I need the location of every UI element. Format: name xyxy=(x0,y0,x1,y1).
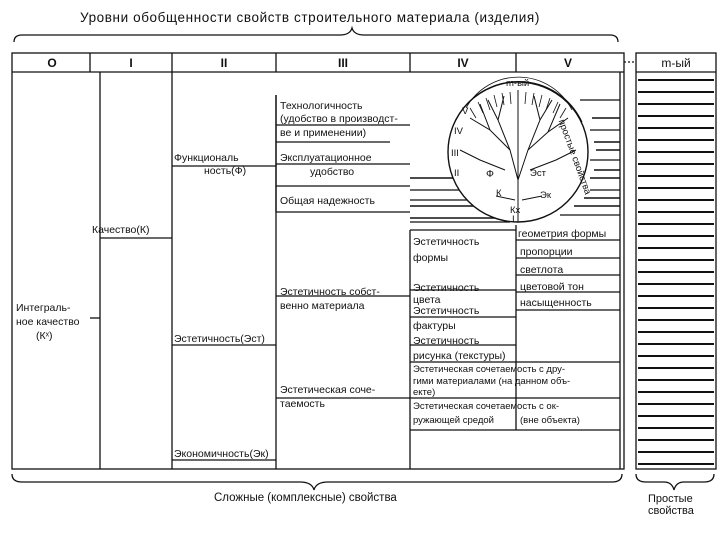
top-brace xyxy=(14,28,618,42)
aesthetic-compatibility-line2: таемость xyxy=(280,398,325,410)
tree-roman-3: III xyxy=(451,148,459,160)
simple-property-rows xyxy=(638,80,714,464)
tree-est-label: Эст xyxy=(530,168,546,180)
integral-quality-line1: Интеграль- xyxy=(16,302,70,314)
functionality-line1: Функциональ xyxy=(174,152,239,164)
simple-properties-line2: свойства xyxy=(648,505,694,517)
tree-roman-2: II xyxy=(454,168,459,180)
facture-aesthetics-line1: Эстетичность xyxy=(413,305,479,317)
level-header-1: I xyxy=(90,56,172,70)
tree-roman-1: I xyxy=(512,214,515,226)
technology-line3: ве и применении) xyxy=(280,127,366,139)
facture-aesthetics-line2: фактуры xyxy=(413,320,456,332)
bottom-brace-complex xyxy=(12,474,622,490)
functionality-line2: ность(Ф) xyxy=(204,165,246,177)
level-header-2: II xyxy=(172,56,276,70)
quality-label: Качество(К) xyxy=(92,224,150,236)
aesthetics-label: Эстетичность(Эст) xyxy=(174,333,265,345)
tree-m-label: m-ый xyxy=(506,78,529,90)
compat-other-line3: екте) xyxy=(413,387,435,399)
reliability-label: Общая надежность xyxy=(280,195,375,207)
technology-line2: (удобство в производст- xyxy=(280,113,398,125)
technology-line1: Технологичность xyxy=(280,100,363,112)
compat-other-line1: Эстетическая сочетаемость с дру- xyxy=(413,364,565,376)
pattern-aesthetics-line2: рисунка (текстуры) xyxy=(413,350,506,362)
pattern-aesthetics-line1: Эстетичность xyxy=(413,335,479,347)
bottom-brace-simple xyxy=(636,474,714,490)
level-header-5: V xyxy=(516,56,620,70)
tree-f-label: Ф xyxy=(486,168,494,180)
level-header-4: IV xyxy=(410,56,516,70)
color-aesthetics-line1: Эстетичность xyxy=(413,282,479,294)
exploitation-line1: Эксплуатационное xyxy=(280,152,372,164)
tree-roman-4: IV xyxy=(454,126,463,138)
complex-properties-label: Сложные (комплексные) свойства xyxy=(214,492,397,504)
form-aesthetics-line1: Эстетичность xyxy=(413,236,479,248)
compat-other-line2: гими материалами (на данном объ- xyxy=(413,376,570,388)
lightness-label: светлота xyxy=(520,264,563,276)
material-aesthetics-line2: венно материала xyxy=(280,300,365,312)
economy-label: Экономичность(Эк) xyxy=(174,448,269,460)
compat-environment-line1: Эстетическая сочетаемость с ок- xyxy=(413,401,559,413)
proportions-label: пропорции xyxy=(520,246,572,258)
exploitation-line2: удобство xyxy=(310,166,354,178)
tree-ek-label: Эк xyxy=(540,190,551,202)
outside-object-label: (вне объекта) xyxy=(520,415,580,427)
integral-quality-line3: (Кˣ) xyxy=(36,330,53,342)
tree-k-label: К xyxy=(496,188,502,200)
form-aesthetics-line2: формы xyxy=(413,252,448,264)
compat-environment-line2: ружающей средой xyxy=(413,415,494,427)
level-header-0: O xyxy=(14,56,90,70)
saturation-label: насыщенность xyxy=(520,297,592,309)
hue-label: цветовой тон xyxy=(520,281,584,293)
material-aesthetics-line1: Эстетичность собст- xyxy=(280,286,380,298)
level-header-3: III xyxy=(276,56,410,70)
integral-quality-line2: ное качество xyxy=(16,316,80,328)
geometry-label: геометрия формы xyxy=(518,228,606,240)
simple-properties-line1: Простые xyxy=(648,493,693,505)
aesthetic-compatibility-line1: Эстетическая соче- xyxy=(280,384,375,396)
diagram-title: Уровни обобщенности свойств строительног… xyxy=(80,10,540,25)
tree-roman-5: V xyxy=(462,106,468,118)
level-header-m: m-ый xyxy=(636,56,716,70)
